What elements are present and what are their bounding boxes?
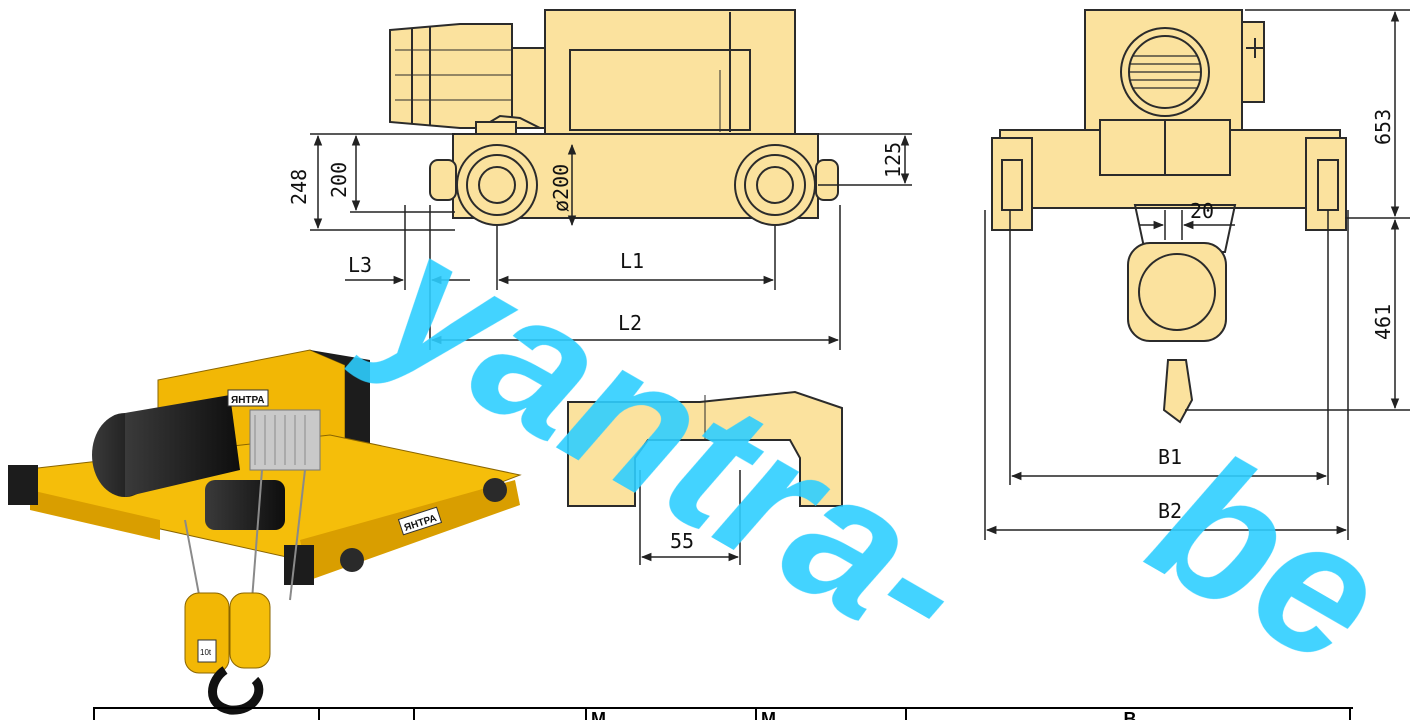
- dim-L3: L3: [348, 253, 372, 277]
- dim-20: 20: [1190, 199, 1214, 223]
- table-header-cell: [318, 709, 413, 720]
- dim-drum-diameter: ø200: [549, 164, 573, 212]
- dim-L1: L1: [620, 249, 644, 273]
- dim-200: 200: [327, 162, 351, 198]
- table-header-cell: [413, 709, 585, 720]
- dim-653: 653: [1371, 109, 1395, 145]
- brand-label-top: ЯНТРА: [231, 395, 265, 406]
- table-header-cell: M: [755, 709, 905, 720]
- front-view-drawing: [992, 10, 1346, 422]
- dim-461: 461: [1371, 304, 1395, 340]
- table-header-cell: B: [905, 709, 1351, 720]
- watermark: yantra- be: [343, 188, 1416, 706]
- spec-table: M M B: [93, 707, 1353, 720]
- hook-block-label: 10t: [200, 648, 212, 657]
- dim-125: 125: [881, 142, 905, 178]
- watermark-text-1: yantra-: [343, 188, 1005, 692]
- dim-B1: B1: [1158, 445, 1182, 469]
- table-header-cell: [93, 709, 318, 720]
- dim-248: 248: [287, 169, 311, 205]
- table-header-cell: M: [585, 709, 755, 720]
